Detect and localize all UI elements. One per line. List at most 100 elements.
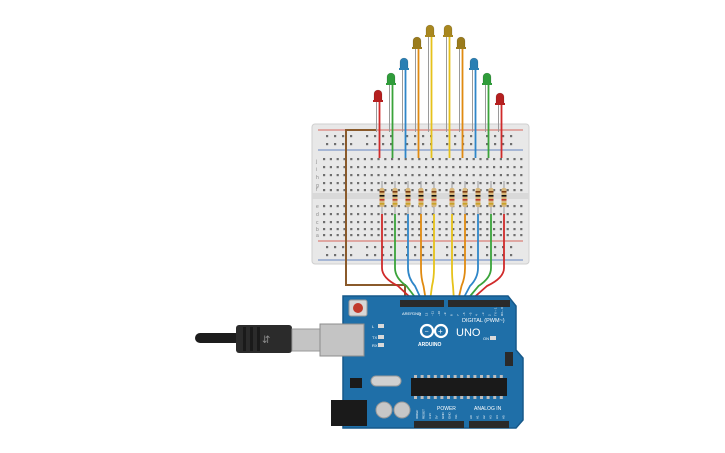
led-legs (485, 84, 490, 158)
led-6[interactable] (443, 24, 453, 37)
row-letter-i: i (316, 167, 317, 173)
pin-label: IOREF (415, 410, 419, 419)
resistor-3[interactable] (405, 181, 411, 214)
row-letter-g: g (316, 183, 319, 189)
resistor-2[interactable] (392, 181, 398, 214)
pin-label: GND (441, 412, 445, 420)
svg-text:+: + (438, 327, 443, 336)
usb-trident-icon: ⇵ (262, 335, 270, 346)
jumper-wire-10[interactable] (469, 214, 505, 302)
brand-text: ARDUINO (418, 342, 441, 348)
jumper-wire-2[interactable] (394, 214, 419, 302)
row-letter-b: b (316, 227, 319, 233)
led-8[interactable] (469, 57, 479, 70)
resistor-8[interactable] (475, 181, 481, 214)
jumper-wire-4[interactable] (420, 214, 427, 302)
jumper-wire-1[interactable] (381, 214, 415, 302)
led-legs (446, 36, 451, 158)
pin-label: ~10 (437, 311, 441, 316)
jumper-wire-6[interactable] (451, 214, 455, 302)
pin-label: A4 (495, 415, 499, 419)
jumper-wire-9[interactable] (465, 214, 492, 302)
usb-b-port (319, 323, 365, 357)
resistor-1[interactable] (379, 181, 385, 214)
led-base (469, 68, 479, 70)
arduino-logo-icon: − + (419, 323, 449, 339)
pin-label: 3.3V (428, 413, 432, 419)
on-label: ON (483, 336, 489, 341)
led-base (482, 83, 492, 85)
atmega-chip-pins (414, 375, 503, 399)
resistor-6[interactable] (449, 181, 455, 214)
resistor-7[interactable] (462, 181, 468, 214)
l-indicator-led (378, 324, 384, 328)
pin-label: RX←0 (500, 307, 504, 316)
pin-label: 13 (418, 312, 422, 316)
pin-label: ~3 (481, 312, 485, 316)
led-base (456, 47, 466, 49)
usb-plug-grip (243, 327, 260, 351)
signal-wires (381, 214, 505, 302)
reset-button-cap[interactable] (353, 303, 363, 313)
led-7[interactable] (456, 36, 466, 49)
breadboard-row-letters-left: j i h g f e d c b a (315, 159, 319, 239)
led-legs (402, 69, 407, 158)
rx-label: RX (372, 343, 378, 348)
led-5[interactable] (425, 24, 435, 37)
power-label: POWER (437, 406, 456, 412)
power-header[interactable] (414, 421, 464, 428)
led-legs (498, 104, 503, 158)
led-base (443, 35, 453, 37)
capacitor-right (393, 401, 411, 419)
pin-label: 4 (475, 314, 479, 316)
row-letter-c: c (316, 220, 319, 226)
row-letter-e: e (316, 204, 319, 210)
led-1[interactable] (373, 89, 383, 102)
row-letter-j: j (315, 159, 317, 165)
led-3[interactable] (399, 57, 409, 70)
pin-label: 12 (424, 312, 428, 316)
led-base (412, 47, 422, 49)
row-letter-d: d (316, 212, 319, 218)
digital-label: DIGITAL (PWM~) (462, 318, 505, 324)
crystal-oscillator (370, 375, 402, 387)
led-2[interactable] (386, 72, 396, 85)
digital-header-right[interactable] (448, 300, 510, 307)
led-9[interactable] (482, 72, 492, 85)
tx-label: TX (372, 335, 377, 340)
led-base (373, 100, 383, 102)
resistor-9[interactable] (488, 181, 494, 214)
row-letter-h: h (316, 175, 319, 181)
analog-header[interactable] (469, 421, 509, 428)
jumper-wire-7[interactable] (457, 214, 466, 302)
resistor-4[interactable] (418, 181, 424, 214)
led-base (425, 35, 435, 37)
tx-indicator-led (378, 335, 384, 339)
gnd-label: GND (412, 311, 421, 316)
analog-label: ANALOG IN (474, 406, 502, 412)
pin-label: 2 (487, 314, 491, 316)
jumper-wire-5[interactable] (429, 214, 435, 302)
pin-label: A3 (489, 415, 493, 419)
pin-label: TX→1 (494, 307, 498, 316)
jumper-wire-3[interactable] (407, 214, 423, 302)
pin-label: ~6 (462, 312, 466, 316)
led-legs (428, 36, 433, 158)
led-10[interactable] (495, 92, 505, 105)
svg-text:−: − (425, 329, 429, 336)
arduino-uno-board[interactable]: DIGITAL (PWM~) AREF GND − + ARDUINO UNO … (319, 295, 524, 429)
digital-header-left[interactable] (400, 300, 444, 307)
led-4[interactable] (412, 36, 422, 49)
resistor-5[interactable] (431, 181, 437, 214)
led-base (495, 103, 505, 105)
breadboard-terminal-holes (323, 158, 523, 237)
model-text: UNO (456, 327, 481, 339)
pin-label: ~5 (468, 312, 472, 316)
usb-cable[interactable]: ⇵ (195, 325, 321, 353)
jumper-wire-8[interactable] (461, 214, 479, 302)
pin-label: ~9 (443, 312, 447, 316)
led-legs (472, 69, 477, 158)
resistor-10[interactable] (501, 181, 507, 214)
